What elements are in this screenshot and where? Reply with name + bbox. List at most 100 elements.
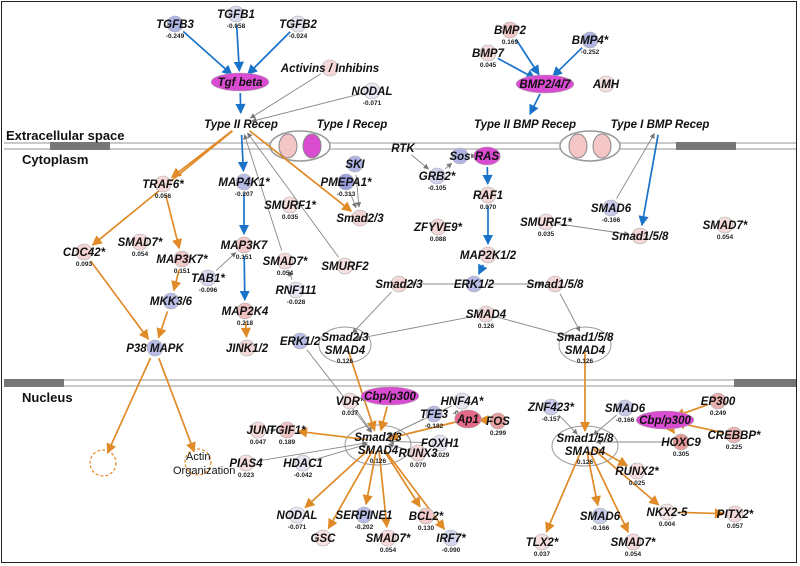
edge-bmp7-bmp247 (497, 57, 537, 80)
node-shape (635, 410, 695, 430)
node-label: ZNF423* (527, 402, 575, 414)
node-label: MAP4K1* (218, 177, 270, 189)
actin-label-1: Actin (186, 451, 210, 463)
node-value: 0.057 (727, 523, 744, 530)
node-shape (429, 218, 447, 236)
node-label: SMURF1* (264, 200, 316, 212)
node-value: -0.105 (428, 185, 447, 192)
node-label: SMAD6 (580, 511, 621, 523)
node-smad7e: SMAD7*0.054 (611, 533, 656, 558)
node-shape (409, 444, 427, 462)
node-shape (291, 332, 309, 350)
node-tgfb3: TGFB3-0.249 (156, 15, 194, 40)
node-bmp247: BMP2/4/7 (515, 74, 575, 94)
edge-p38-actin (158, 357, 196, 453)
node-shape (237, 454, 255, 472)
node-shape (716, 216, 734, 234)
node-shape (199, 269, 217, 287)
node-smad2_3b: Smad2/3 (375, 275, 423, 293)
node-label: BMP2/4/7 (519, 79, 571, 91)
node-label: RNF111 (275, 285, 316, 297)
edge-pmepa1-smad2_3a (349, 192, 357, 209)
node-label: RUNX3 (399, 448, 439, 460)
cytoplasm-label: Cytoplasm (22, 152, 88, 167)
node-smurf1a: SMURF1*0.035 (264, 196, 316, 221)
node-value: 0.299 (490, 430, 507, 437)
node-shape (533, 533, 551, 551)
node-label: TGIF1* (268, 425, 306, 437)
node-value: -0.166 (616, 417, 635, 424)
node-value: -0.058 (227, 23, 246, 30)
node-label: FOXH1 (421, 438, 459, 450)
node-pmepa1: PMEPA1*-0.313 (321, 173, 372, 198)
node-shape (227, 5, 245, 23)
node-shape (515, 74, 575, 94)
node-smurf2: SMURF2 (321, 257, 369, 275)
complex-label-2: SMAD4 (565, 345, 606, 357)
node-value: 0.054 (132, 251, 149, 258)
node-value: 0.126 (577, 459, 594, 466)
node-label: JINK1/2 (226, 343, 269, 355)
plasma-membrane (4, 142, 796, 150)
edge-map2k4-jink (240, 321, 252, 339)
edge-smad158b-smad158_4 (559, 293, 581, 332)
node-value: 0.025 (629, 480, 646, 487)
node-smurf1b: SMURF1*0.035 (520, 213, 572, 238)
node-label: SKI (345, 159, 365, 171)
node-value: 0.218 (237, 320, 254, 327)
edge-rtk-grb2 (411, 154, 429, 170)
node-tfe3: TFE3-0.182 (420, 405, 449, 430)
edge-smurf2-type2 (247, 132, 339, 258)
edge-smad23n-bcl2 (383, 449, 421, 508)
node-label: Smad2/3 (375, 279, 423, 291)
node-smad6b: SMAD6-0.166 (605, 399, 646, 424)
edge-runx3-smad23n (388, 442, 408, 451)
node-value: 0.070 (480, 204, 497, 211)
node-shape (726, 505, 744, 523)
edge-smad23n-gsc (327, 450, 374, 530)
node-label: Ap1 (456, 414, 479, 426)
edge-smurf1b-smad158a (556, 223, 630, 237)
node-activins: Activins / Inhibins (280, 59, 379, 77)
node-value: -0.028 (287, 299, 306, 306)
node-value: -0.202 (355, 524, 374, 531)
complex-label-2: SMAD4 (325, 345, 366, 357)
node-smad158a: Smad1/5/8 (612, 227, 669, 245)
node-value: -0.313 (337, 191, 356, 198)
edge-smad4a-smad158_4 (496, 316, 575, 340)
edge-map3k7a-mkk36 (171, 269, 182, 292)
node-label: NODAL (277, 510, 318, 522)
node-shape (173, 250, 191, 268)
node-value: 0.047 (250, 439, 267, 446)
node-smad2_3a: Smad2/3 (336, 209, 384, 227)
node-tab1: TAB1*-0.096 (191, 269, 225, 294)
node-map2k12: MAP2K1/2 (460, 246, 517, 264)
edge-tfe3-smad23n (387, 418, 425, 437)
node-shape (341, 392, 359, 410)
node-label: SMAD6 (591, 203, 632, 215)
node-shape (477, 305, 495, 323)
node-smad158b: Smad1/5/8 (527, 275, 584, 293)
node-mkk36: MKK3/6 (150, 292, 193, 310)
complex-label-1: Smad2/3 (354, 432, 402, 444)
node-type1bmp: Type I BMP Recep (611, 119, 710, 131)
edge-traf6-map3k7a (164, 194, 182, 250)
node-shape (489, 412, 507, 430)
node-label: SMAD7* (366, 533, 411, 545)
node-label: Smad2/3 (336, 213, 384, 225)
node-shape (294, 454, 312, 472)
edge-smad23n-nodal2 (304, 447, 371, 509)
edge-tab1-map3k7b (215, 252, 237, 271)
edge-smad23n-tgif1 (296, 427, 368, 441)
node-shape (281, 196, 299, 214)
bmp-receptor-complex (559, 130, 621, 162)
node-runx2: RUNX2*0.025 (615, 462, 659, 487)
node-shape (672, 433, 690, 451)
node-shape (314, 529, 332, 547)
node-bmp4: BMP4*-0.252 (572, 31, 609, 56)
